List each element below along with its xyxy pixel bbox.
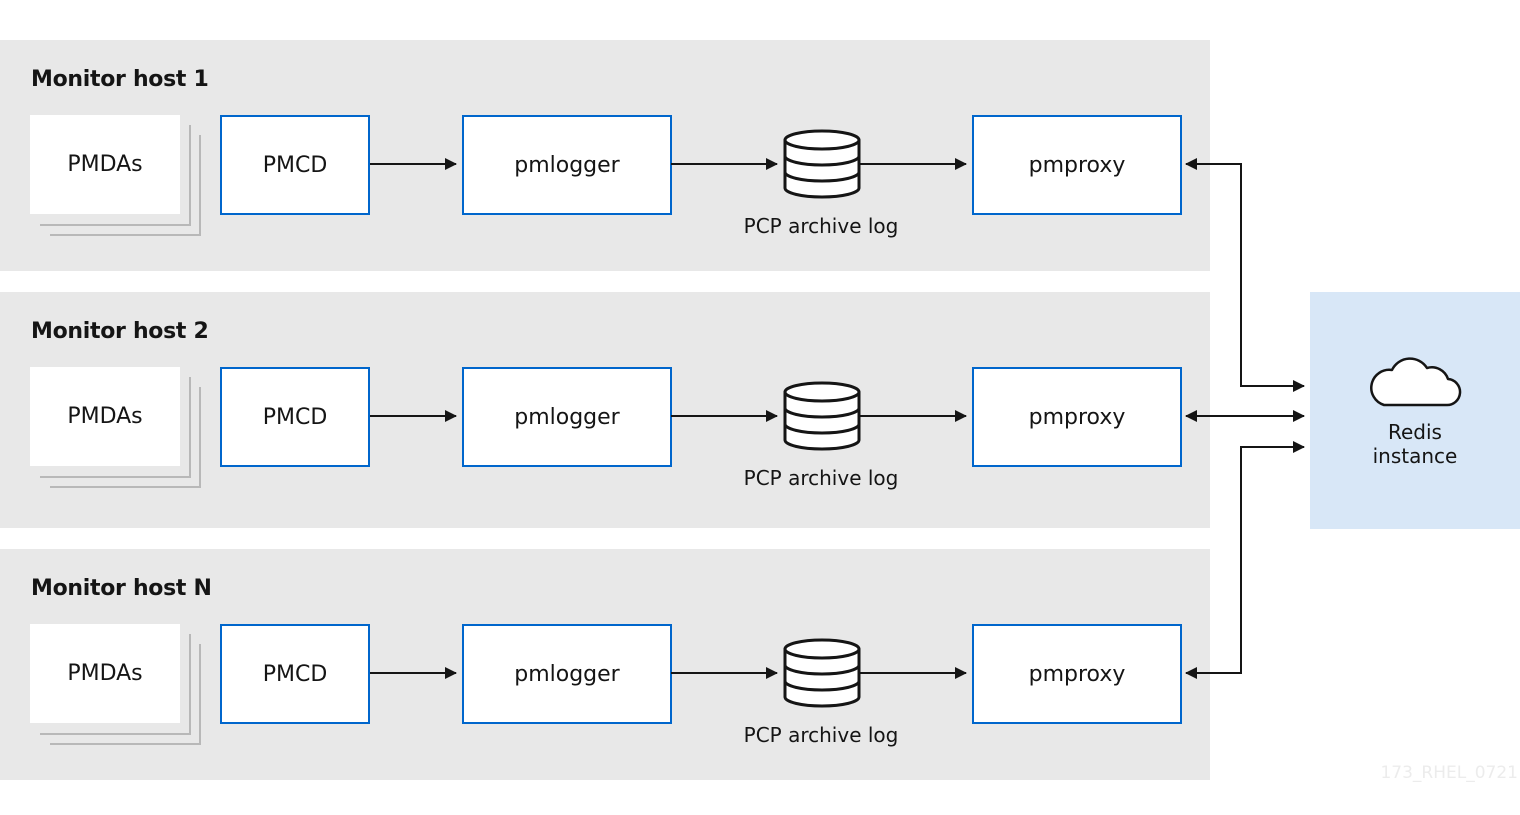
host-panel-1: Monitor host 1 PMDAs PMCD pmlogger PCP a… bbox=[0, 40, 1210, 271]
pmdas-stack-shadow bbox=[50, 135, 201, 236]
archive-log-label: PCP archive log bbox=[743, 723, 899, 747]
pmdas-stack-shadow bbox=[40, 125, 191, 226]
pmproxy-box: pmproxy bbox=[972, 115, 1182, 215]
archive-log-label: PCP archive log bbox=[743, 466, 899, 490]
redis-label-line1: Redis bbox=[1388, 420, 1442, 444]
pmdas-stack-shadow bbox=[50, 387, 201, 488]
cloud-icon bbox=[1370, 357, 1462, 407]
pmproxy-box: pmproxy bbox=[972, 367, 1182, 467]
pmcd-box: PMCD bbox=[220, 624, 370, 724]
host-title: Monitor host 1 bbox=[31, 67, 209, 92]
figure-id: 173_RHEL_0721 bbox=[1380, 763, 1518, 783]
pmdas-stack-shadow bbox=[40, 634, 191, 735]
host-panel-2: Monitor host 2 PMDAs PMCD pmlogger PCP a… bbox=[0, 292, 1210, 528]
database-icon bbox=[783, 129, 861, 199]
database-icon bbox=[783, 381, 861, 451]
host-title: Monitor host 2 bbox=[31, 319, 209, 344]
archive-log-label: PCP archive log bbox=[743, 214, 899, 238]
pmdas-stack-shadow bbox=[50, 644, 201, 745]
host-panel-n: Monitor host N PMDAs PMCD pmlogger PCP a… bbox=[0, 549, 1210, 780]
pmdas-box: PMDAs bbox=[30, 624, 180, 723]
pmlogger-box: pmlogger bbox=[462, 367, 672, 467]
pmproxy-box: pmproxy bbox=[972, 624, 1182, 724]
pmcd-box: PMCD bbox=[220, 367, 370, 467]
pmdas-box: PMDAs bbox=[30, 115, 180, 214]
pmlogger-box: pmlogger bbox=[462, 624, 672, 724]
pmlogger-box: pmlogger bbox=[462, 115, 672, 215]
host-title: Monitor host N bbox=[31, 576, 212, 601]
redis-label-line2: instance bbox=[1372, 444, 1458, 468]
pmcd-box: PMCD bbox=[220, 115, 370, 215]
redis-panel: Redis instance bbox=[1310, 292, 1520, 529]
pmdas-box: PMDAs bbox=[30, 367, 180, 466]
pmdas-stack-shadow bbox=[40, 377, 191, 478]
redis-label: Redis instance bbox=[1310, 420, 1520, 468]
redis-connectors bbox=[1185, 158, 1305, 679]
database-icon bbox=[783, 638, 861, 708]
